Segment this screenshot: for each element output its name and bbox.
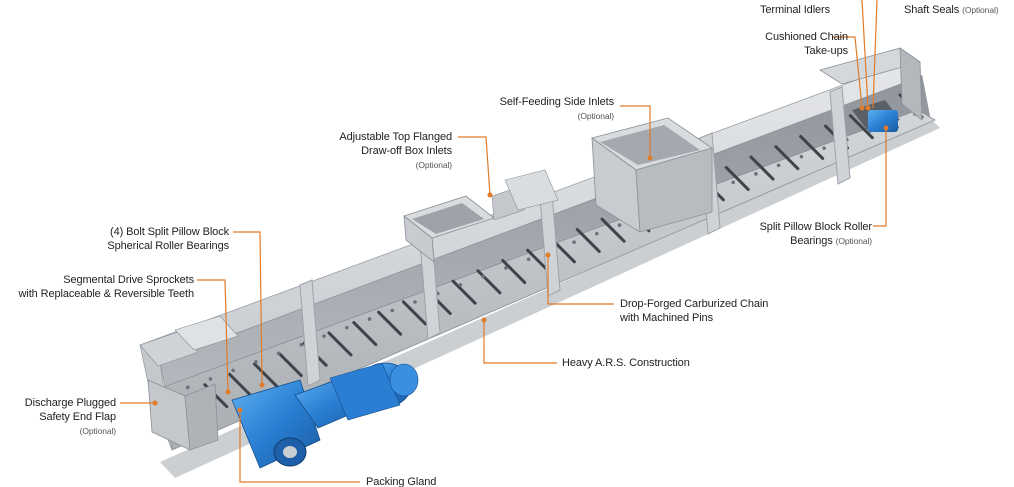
top-draw-off-inlet: [403, 169, 559, 263]
chain-flight: [352, 321, 378, 347]
chain-flight: [724, 165, 750, 191]
chain-flight: [252, 362, 278, 388]
flange-bolt: [345, 325, 349, 330]
label-text: Shaft Seals: [904, 4, 960, 16]
label-text: Terminal Idlers: [760, 4, 831, 16]
label-line-2: Take-ups: [804, 45, 848, 57]
label-line-2: Safety End Flap: [39, 411, 116, 423]
label-shaft-seals: Shaft Seals (Optional): [904, 3, 999, 17]
chain-flight: [228, 372, 254, 398]
chain-flight: [451, 279, 477, 305]
label-line-1: Drop-Forged Carburized Chain: [620, 298, 769, 310]
label-bolt-split: (4) Bolt Split Pillow Block Spherical Ro…: [107, 225, 229, 253]
discharge-end: [139, 315, 239, 451]
chain-flight: [799, 134, 825, 160]
chain-flight: [377, 310, 403, 336]
callout-dots: [152, 105, 889, 413]
flange-bolt: [526, 257, 531, 262]
flange-bolt: [731, 180, 735, 185]
label-cushioned-chain: Cushioned Chain Take-ups: [765, 30, 848, 58]
flange-bolt: [595, 231, 599, 236]
label-text: Packing Gland: [366, 476, 437, 487]
label-line-1: Split Pillow Block Roller: [759, 221, 873, 233]
flange-bolt: [185, 385, 190, 390]
label-optional: (Optional): [962, 5, 999, 15]
label-text: Heavy A.R.S. Construction: [562, 357, 690, 369]
chain-flight: [600, 217, 626, 243]
flange-bolt: [367, 317, 372, 321]
label-line-2: with Machined Pins: [620, 312, 713, 324]
flange-bolt: [822, 146, 826, 150]
label-discharge: Discharge Plugged Safety End Flap (Optio…: [25, 396, 116, 438]
label-line-1: (4) Bolt Split Pillow Block: [110, 226, 229, 238]
chain-flight: [401, 300, 427, 326]
flange-bolt: [254, 360, 258, 364]
label-packing-gland: Packing Gland: [366, 475, 436, 487]
flange-bolt: [458, 283, 463, 287]
flange-bolt: [754, 172, 758, 176]
label-line-1: Cushioned Chain: [765, 31, 848, 43]
flange-bolt: [572, 240, 576, 244]
label-split-roller: Split Pillow Block Roller Bearings (Opti…: [759, 220, 873, 248]
flange-bolt: [322, 334, 326, 338]
chain-flight: [327, 331, 353, 357]
flange-bolt: [208, 377, 213, 381]
label-drop-forged: Drop-Forged Carburized Chain with Machin…: [620, 297, 768, 325]
chain-flight: [501, 259, 527, 285]
flange-bolt: [231, 368, 235, 373]
flange-bolt: [617, 223, 622, 227]
label-terminal-idlers: Terminal Idlers: [760, 3, 830, 17]
chain-flight: [749, 155, 775, 181]
label-line-1: Adjustable Top Flanged: [339, 131, 452, 143]
label-line-2: Spherical Roller Bearings: [107, 240, 229, 252]
label-line-2: Draw-off Box Inlets: [361, 145, 452, 157]
chain-flight: [774, 145, 800, 171]
chain-flight: [476, 269, 502, 295]
label-optional: (Optional): [835, 236, 872, 246]
callout-leaders: [120, 0, 887, 483]
label-line-2: with Replaceable & Reversible Teeth: [18, 288, 195, 300]
flange-bolt: [776, 163, 781, 168]
chain-flight: [575, 227, 601, 253]
label-heavy-ars: Heavy A.R.S. Construction: [562, 356, 690, 370]
label-optional: (Optional): [79, 426, 116, 436]
flange-bolt: [413, 300, 417, 304]
flange-bolt: [504, 266, 508, 270]
label-side-inlets: Self-Feeding Side Inlets (Optional): [500, 95, 614, 123]
label-top-flanged: Adjustable Top Flanged Draw-off Box Inle…: [339, 130, 452, 172]
chain-flight: [277, 352, 303, 378]
drive-motor: [231, 362, 419, 469]
label-line-1: Segmental Drive Sprockets: [63, 274, 194, 286]
label-line-2: Bearings: [790, 235, 833, 247]
label-line-1: Self-Feeding Side Inlets: [499, 96, 614, 108]
tail-bearing: [868, 110, 898, 132]
label-optional: (Optional): [577, 111, 614, 121]
flange-bolt: [276, 351, 281, 356]
flange-bolt: [390, 308, 395, 313]
label-segmental: Segmental Drive Sprockets with Replaceab…: [18, 273, 195, 301]
flange-bolt: [481, 274, 485, 279]
label-line-1: Discharge Plugged: [24, 397, 116, 409]
label-optional: (Optional): [415, 160, 452, 170]
flange-bolt: [299, 342, 304, 347]
flange-bolt: [799, 154, 804, 159]
chain-flight: [848, 114, 874, 140]
